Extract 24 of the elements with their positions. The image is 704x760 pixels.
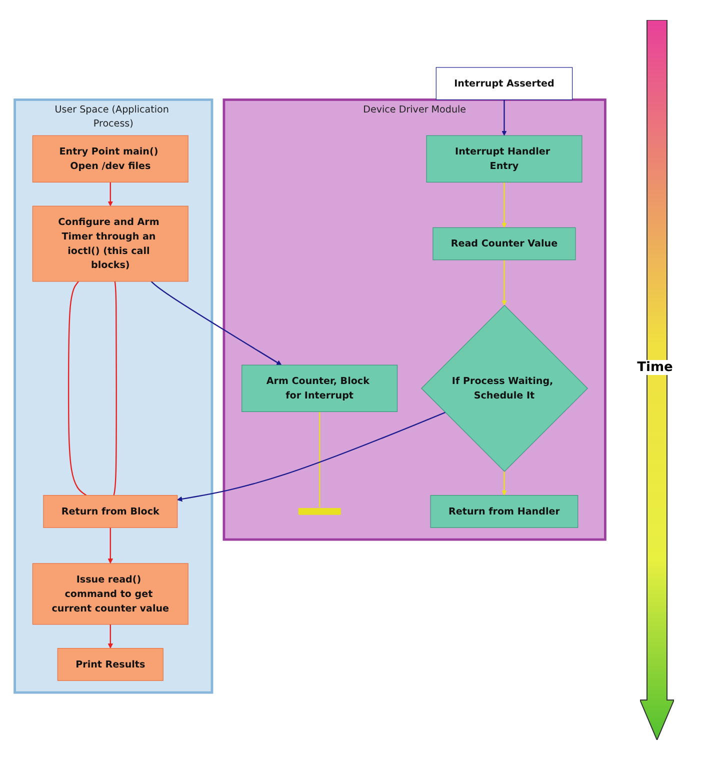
node-box: Entry Point main() Open /dev files — [32, 135, 188, 182]
node-box: Issue read() command to get current counter value — [32, 563, 188, 625]
node-box: Interrupt Asserted — [436, 67, 573, 100]
arrow — [177, 412, 446, 502]
node-box: Print Results — [57, 648, 164, 681]
arrow — [502, 471, 507, 496]
arrow — [150, 280, 282, 366]
node-box: Return from Block — [43, 495, 178, 528]
node-box: Read Counter Value — [432, 227, 576, 260]
arrow — [502, 100, 507, 136]
connector — [113, 281, 117, 496]
connector — [318, 412, 320, 508]
arrow — [108, 624, 114, 649]
arrow — [108, 528, 114, 564]
connector — [68, 281, 87, 496]
node-box: Return from Handler — [430, 495, 578, 528]
node-box: Arm Counter, Block for Interrupt — [242, 364, 398, 412]
arrow — [502, 260, 507, 306]
axis-label: Time — [636, 360, 674, 375]
arrow — [502, 182, 507, 228]
arrow — [108, 182, 114, 206]
node-box: Interrupt Handler Entry — [426, 135, 582, 182]
node-box: Configure and Arm Timer through an ioctl() (this call blocks) — [32, 206, 188, 282]
node-diamond: If Process Waiting, Schedule It — [421, 304, 588, 472]
